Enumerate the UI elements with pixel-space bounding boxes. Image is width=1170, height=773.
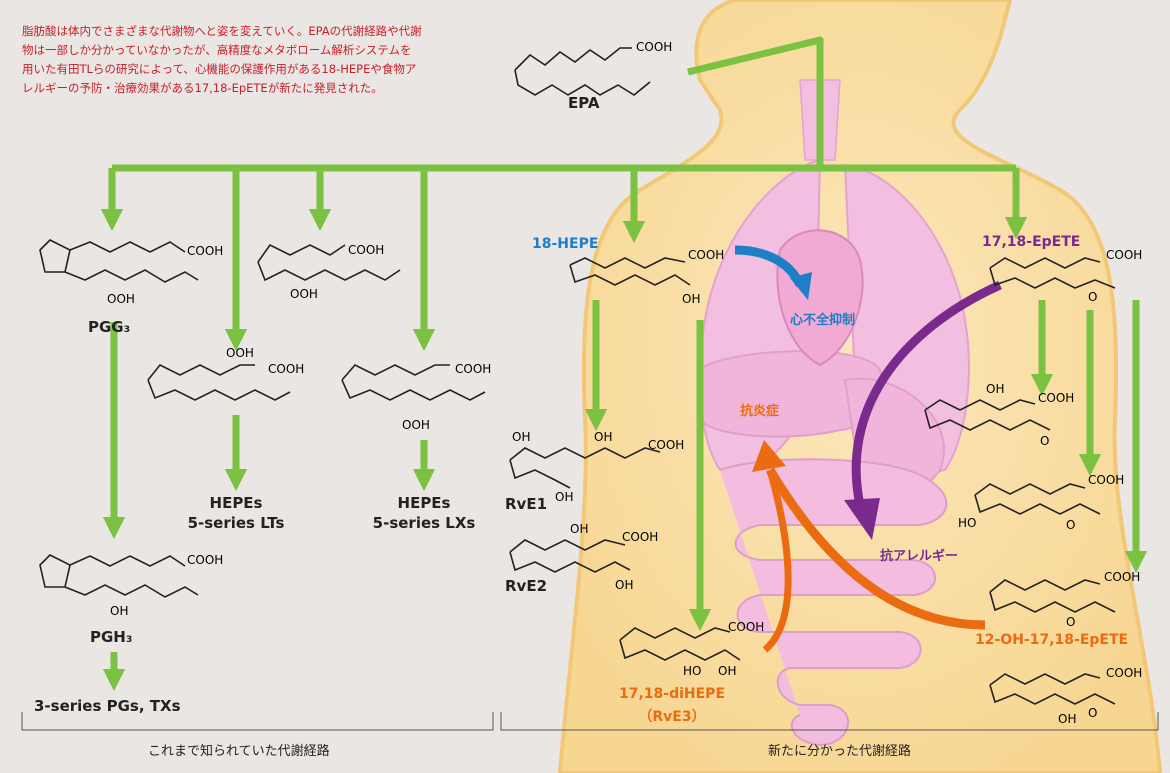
heart xyxy=(776,229,864,367)
heps-lxs-line2: 5-series LXs xyxy=(372,514,476,532)
hpete2-ooh: OOH xyxy=(226,346,254,360)
purple-effect-arrow xyxy=(851,280,1002,506)
epa-label: EPA xyxy=(568,94,600,112)
pgh3-label: PGH₃ xyxy=(90,628,133,646)
hepe18-label: 18-HEPE xyxy=(532,236,599,252)
effect-anti-inflammation: 抗炎症 xyxy=(740,404,780,419)
rve1-oh2: OH xyxy=(594,430,613,444)
rve1-cooh: COOH xyxy=(648,438,685,452)
rve2-oh1: OH xyxy=(570,522,589,536)
heps-lxs-line1: HEPEs xyxy=(397,494,451,512)
m2-cooh: COOH xyxy=(1088,473,1125,487)
rve1-oh3: OH xyxy=(555,490,574,504)
rve2-cooh: COOH xyxy=(622,530,659,544)
epete-cooh: COOH xyxy=(1106,248,1143,262)
hpete3-cooh: COOH xyxy=(455,362,492,376)
m4-o: O xyxy=(1088,706,1098,720)
orange-effect-arrow-2 xyxy=(766,467,986,630)
m1-o: O xyxy=(1040,434,1050,448)
rve2-label: RvE2 xyxy=(505,577,548,595)
effect-anti-allergy: 抗アレルギー xyxy=(880,549,959,564)
epete-label: 17,18-EpETE xyxy=(982,234,1081,250)
pgg3-cooh: COOH xyxy=(187,244,224,258)
intro-text: 脂肪酸は体内でさまざまな代謝物へと姿を変えていく。EPAの代謝経路や代謝物は一部… xyxy=(22,24,422,95)
hpete2-cooh: COOH xyxy=(268,362,305,376)
m2-o: O xyxy=(1066,518,1076,532)
m4-cooh: COOH xyxy=(1106,666,1143,680)
new-pathway-label: 新たに分かった代謝経路 xyxy=(768,744,912,759)
known-pathway-label: これまで知られていた代謝経路 xyxy=(148,744,330,759)
hpete1-cooh: COOH xyxy=(348,243,385,257)
molecule-skeletons xyxy=(39,47,1116,705)
m1-cooh: COOH xyxy=(1038,391,1075,405)
m3-label: 12-OH-17,18-EpETE xyxy=(975,632,1129,648)
pgg3-ooh: OOH xyxy=(107,292,135,306)
pgh3-oh: OH xyxy=(110,604,129,618)
hpete3-ooh: OOH xyxy=(402,418,430,432)
m3-o: O xyxy=(1066,615,1076,629)
hepe18-oh: OH xyxy=(682,292,701,306)
m1-oh: OH xyxy=(986,382,1005,396)
rve3-oh: OH xyxy=(718,664,737,678)
rve3-ho: HO xyxy=(683,664,702,678)
pgs-txs-label: 3-series PGs, TXs xyxy=(34,697,181,715)
pgg3-label: PGG₃ xyxy=(88,318,131,336)
hpete1-ooh: OOH xyxy=(290,287,318,301)
pgh3-cooh: COOH xyxy=(187,553,224,567)
effect-heart-failure: 心不全抑制 xyxy=(790,313,856,328)
epete-o: O xyxy=(1088,290,1098,304)
heps-lts-line2: 5-series LTs xyxy=(187,514,285,532)
intestines xyxy=(719,458,948,747)
m4-oh: OH xyxy=(1058,712,1077,726)
rve1-oh1: OH xyxy=(512,430,531,444)
m2-ho: HO xyxy=(958,516,977,530)
heps-lts-line1: HEPEs xyxy=(209,494,263,512)
rve2-oh2: OH xyxy=(615,578,634,592)
rve3-label-line2: （RvE3） xyxy=(638,709,706,725)
m3-cooh: COOH xyxy=(1104,570,1141,584)
orange-effect-arrow-1 xyxy=(762,469,792,653)
green-arrows xyxy=(100,36,1148,692)
rve3-label-line1: 17,18-diHEPE xyxy=(618,686,726,702)
hepe18-cooh: COOH xyxy=(688,248,725,262)
rve1-label: RvE1 xyxy=(505,495,548,513)
epa-cooh: COOH xyxy=(636,40,673,54)
rve3-cooh: COOH xyxy=(728,620,765,634)
